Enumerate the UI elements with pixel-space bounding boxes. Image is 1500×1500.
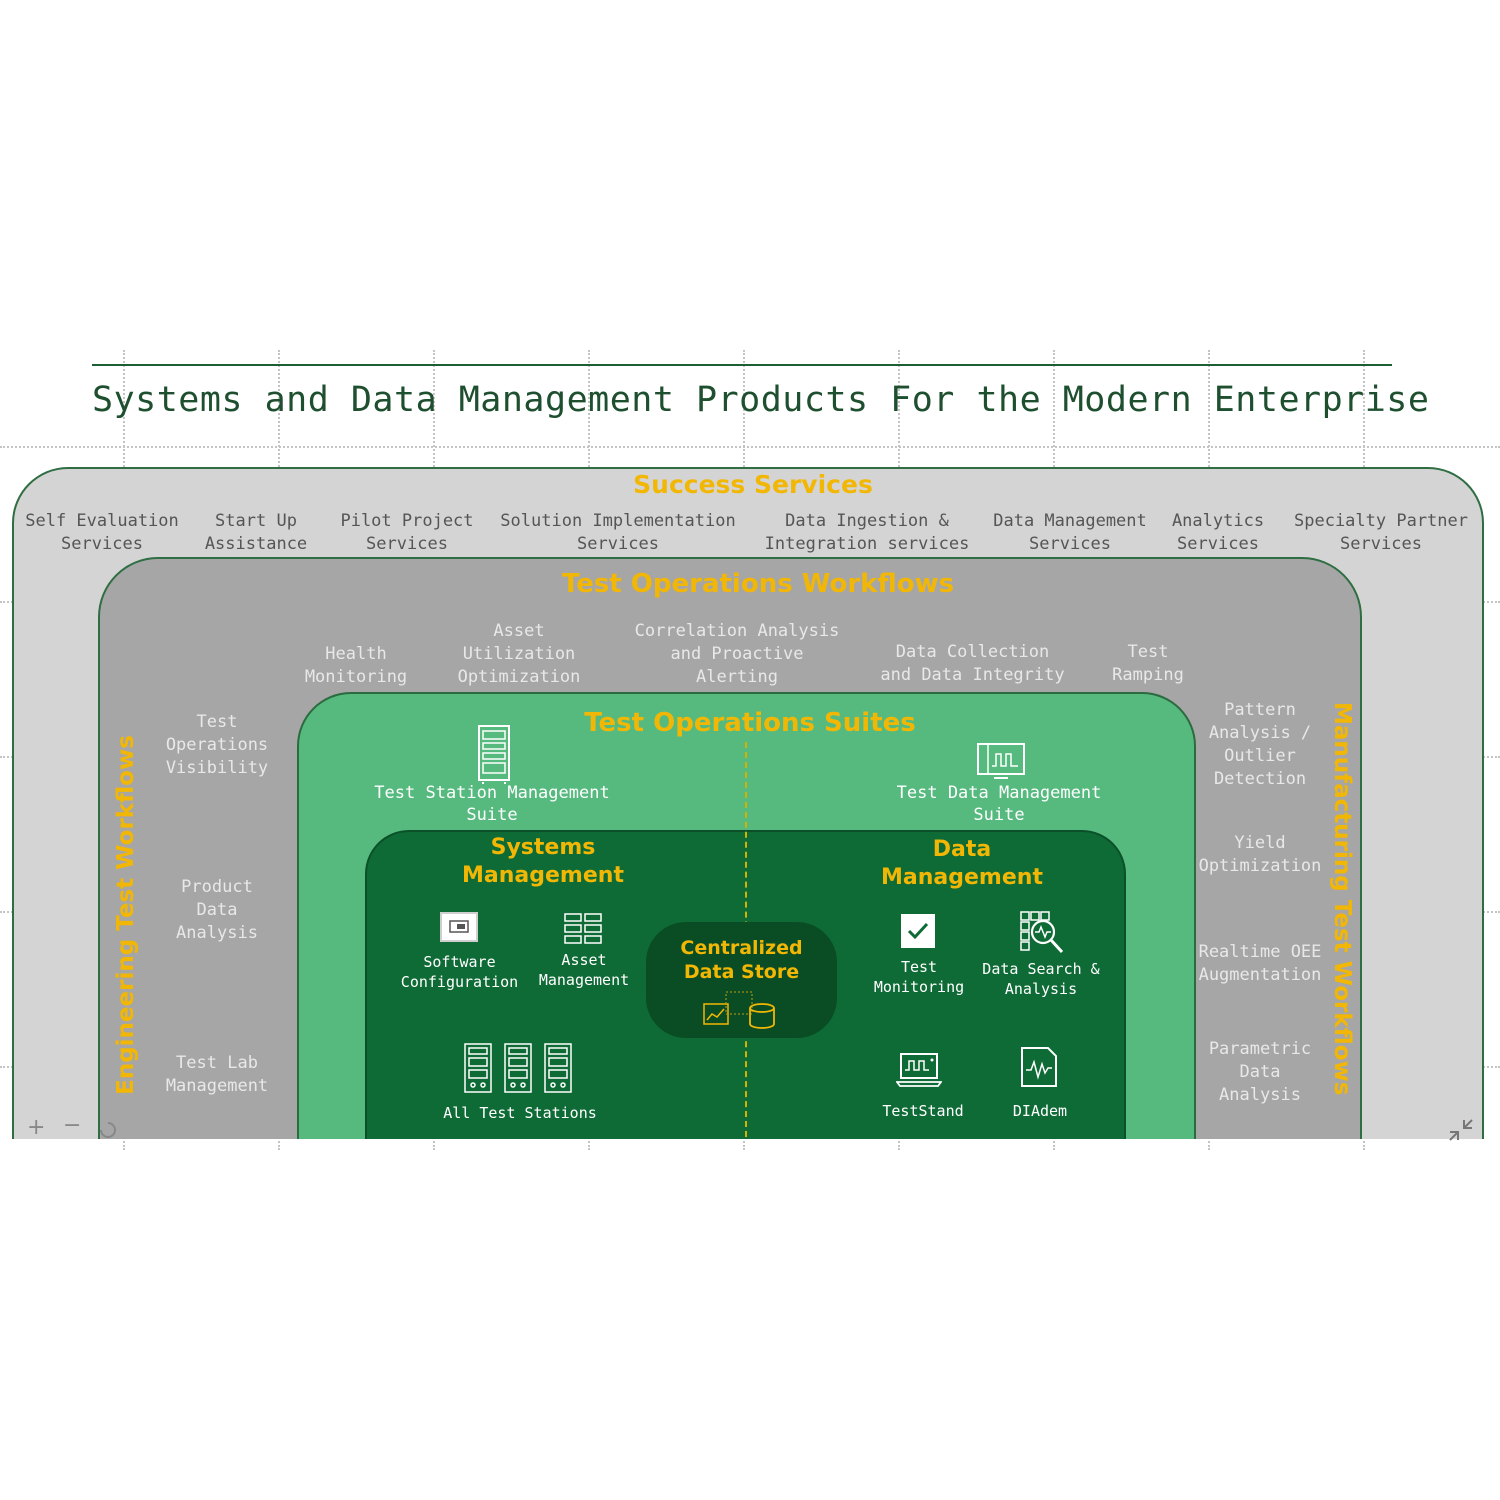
workflow-item[interactable]: Health Monitoring <box>304 644 408 687</box>
zoom-in-icon[interactable]: + <box>27 1115 46 1140</box>
workflow-item[interactable]: Test Ramping <box>1112 642 1184 685</box>
centralized-data-store-title: Centralized Data Store <box>680 937 803 983</box>
service-item[interactable]: Start Up Assistance <box>204 511 308 554</box>
test-station-management-suite[interactable]: Test Station Management Suite <box>374 783 610 825</box>
service-item[interactable]: Pilot Project Services <box>340 511 474 554</box>
test-operations-suites-title: Test Operations Suites <box>584 708 916 738</box>
data-search-analysis[interactable]: Data Search & Analysis <box>982 960 1100 998</box>
workflow-item[interactable]: Realtime OEE Augmentation <box>1198 942 1322 985</box>
engineering-test-workflows-label: Engineering Test Workflows <box>113 735 139 1095</box>
waveform-document-icon <box>1021 1047 1057 1087</box>
service-item[interactable]: Specialty Partner Services <box>1294 511 1468 554</box>
teststand[interactable]: TestStand <box>882 1102 964 1120</box>
systems-management-title: Systems Management <box>462 835 624 888</box>
service-item[interactable]: Data Management Services <box>993 511 1147 554</box>
data-management-title: Data Management <box>881 837 1043 890</box>
laptop-waveform-icon <box>896 1053 942 1087</box>
workflow-item[interactable]: Data Collection and Data Integrity <box>880 642 1065 685</box>
workflow-item[interactable]: Test Operations Visibility <box>165 712 269 778</box>
all-test-stations[interactable]: All Test Stations <box>443 1104 597 1122</box>
success-services-title: Success Services <box>633 470 873 499</box>
software-config-icon <box>440 912 478 942</box>
service-item[interactable]: Analytics Services <box>1171 511 1265 554</box>
workflow-item[interactable]: Correlation Analysis and Proactive Alert… <box>634 621 840 687</box>
workflow-item[interactable]: Pattern Analysis / Outlier Detection <box>1208 700 1312 789</box>
test-data-management-suite[interactable]: Test Data Management Suite <box>896 783 1102 825</box>
centralized-data-store[interactable] <box>646 922 837 1038</box>
zoom-out-icon[interactable]: − <box>63 1113 82 1138</box>
software-configuration[interactable]: Software Configuration <box>400 953 519 991</box>
collapse-icon[interactable] <box>1448 1118 1474 1142</box>
service-item[interactable]: Solution Implementation Services <box>500 511 736 554</box>
test-operations-workflows-title: Test Operations Workflows <box>561 569 955 599</box>
workflow-item[interactable]: Parametric Data Analysis <box>1208 1039 1312 1105</box>
title-rule <box>92 364 1392 366</box>
asset-grid-icon <box>564 913 602 944</box>
workflow-item[interactable]: Product Data Analysis <box>176 877 258 943</box>
data-search-icon <box>1020 911 1064 954</box>
test-station-icon <box>464 1043 572 1093</box>
reset-icon[interactable] <box>98 1120 118 1140</box>
monitor-waveform-icon <box>977 743 1025 779</box>
diadem[interactable]: DIAdem <box>1012 1102 1068 1120</box>
rack-icon <box>478 725 510 784</box>
service-item[interactable]: Self Evaluation Services <box>25 511 179 554</box>
database-icon <box>703 991 775 1029</box>
workflow-item[interactable]: Yield Optimization <box>1198 833 1322 876</box>
service-item[interactable]: Data Ingestion & Integration services <box>764 511 970 554</box>
asset-management[interactable]: Asset Management <box>538 951 630 989</box>
test-monitoring[interactable]: Test Monitoring <box>873 958 965 996</box>
workflow-item[interactable]: Test Lab Management <box>165 1053 269 1096</box>
workflow-item[interactable]: Asset Utilization Optimization <box>457 621 581 687</box>
checkmark-box-icon <box>901 914 935 948</box>
page-title: Systems and Data Management Products For… <box>92 380 1430 420</box>
guide-line <box>0 446 1500 448</box>
manufacturing-test-workflows-label: Manufacturing Test Workflows <box>1329 702 1355 1096</box>
